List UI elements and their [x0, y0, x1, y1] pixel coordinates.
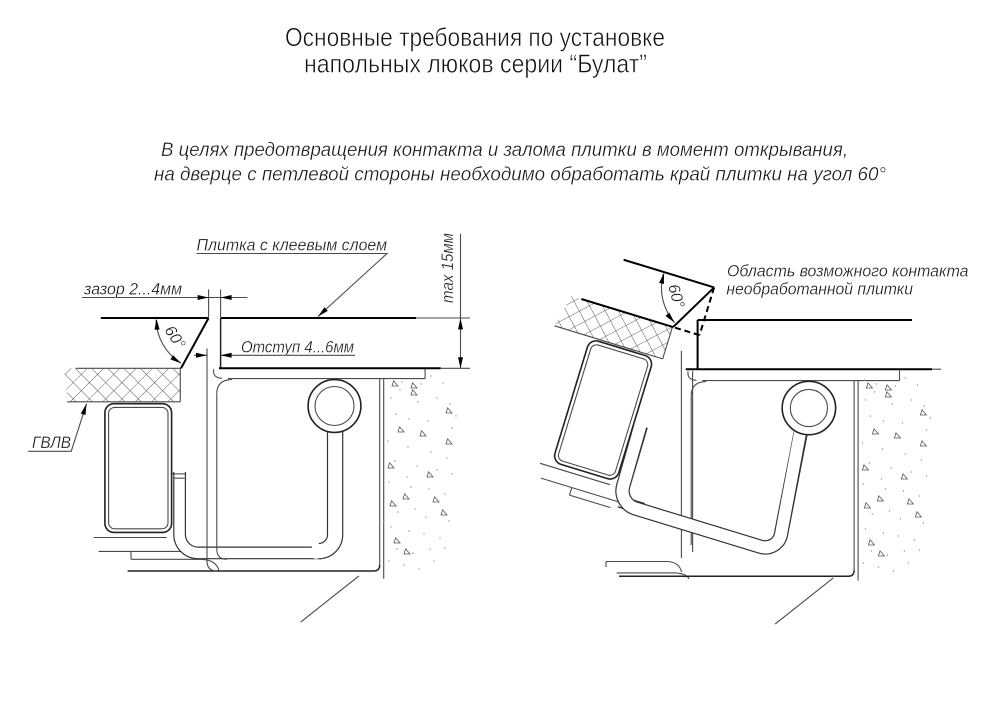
svg-text:60°: 60°	[664, 282, 687, 311]
svg-text:Область возможного контакта: Область возможного контакта	[727, 262, 969, 281]
svg-text:зазор 2...4мм: зазор 2...4мм	[83, 280, 182, 299]
svg-text:необработанной плитки: необработанной плитки	[726, 280, 913, 299]
svg-text:ГВЛВ: ГВЛВ	[32, 433, 71, 452]
svg-text:Отступ 4...6мм: Отступ 4...6мм	[241, 337, 354, 356]
svg-text:на дверце с петлевой стороны н: на дверце с петлевой стороны необходимо …	[154, 165, 886, 186]
svg-text:В целях предотвращения контакт: В целях предотвращения контакта и залома…	[161, 140, 848, 161]
svg-text:напольных люков серии “Булат”: напольных люков серии “Булат”	[304, 48, 647, 78]
svg-text:max 15мм: max 15мм	[438, 233, 457, 303]
svg-text:Основные требования по установ: Основные требования по установке	[285, 22, 665, 52]
svg-text:Плитка с клеевым слоем: Плитка с клеевым слоем	[197, 236, 388, 255]
